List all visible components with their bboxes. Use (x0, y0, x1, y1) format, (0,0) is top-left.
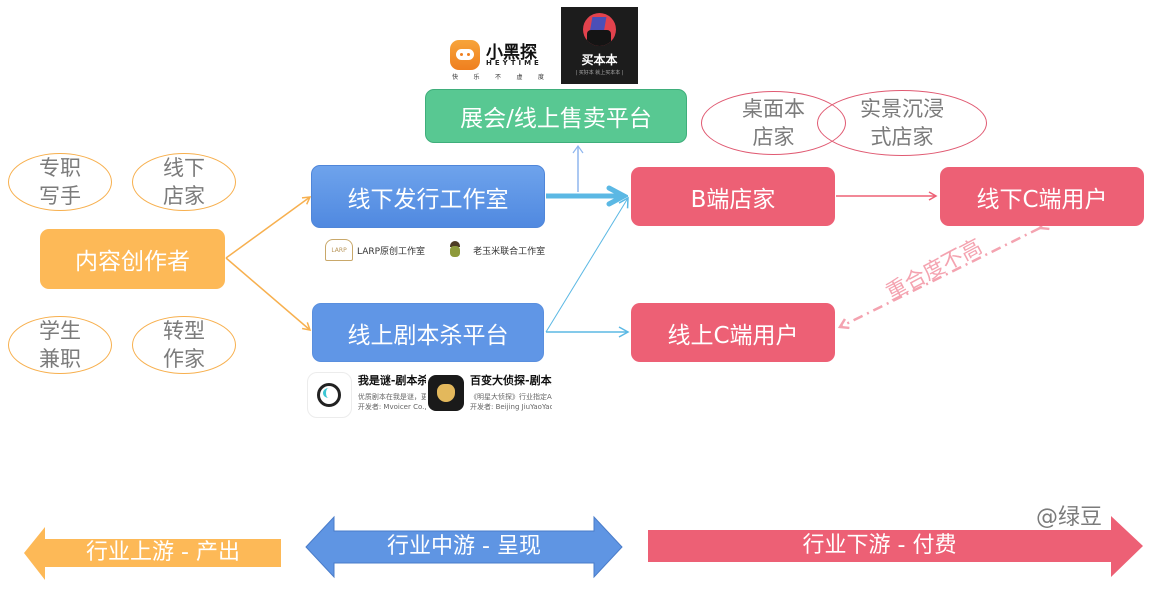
corn-studio-icon (447, 241, 463, 259)
woshimi-app-title: 我是谜-剧本杀 (357, 374, 426, 387)
arrow-platform-to-b-shop (545, 196, 629, 333)
creator-type-offline-shop: 线下店家 (132, 153, 236, 211)
arrow-creator-to-offline-studio (225, 196, 312, 259)
app-card-woshimi[interactable]: 我是谜-剧本杀 优质剧本在我是谜，更 开发者: Mvoicer Co., l (307, 372, 426, 418)
maibenben-icon (583, 13, 616, 46)
woshimi-app-desc: 优质剧本在我是谜，更 (357, 393, 426, 401)
upstream-arrow (24, 527, 281, 580)
downstream-arrow (648, 516, 1143, 577)
larp-logo-icon: LARP (325, 239, 353, 261)
baibian-app-desc: 《明星大侦探》行业指定App (470, 393, 552, 401)
woshimi-app-developer: 开发者: Mvoicer Co., l (357, 403, 426, 411)
b-shop-node[interactable]: B端店家 (631, 167, 835, 226)
creator-type-career-switch: 转型作家 (132, 316, 236, 374)
baibian-app-developer: 开发者: Beijing JiuYaoYao Tech (470, 403, 552, 411)
offline-studio-node[interactable]: 线下发行工作室 (311, 165, 545, 228)
creator-type-student: 学生兼职 (8, 316, 112, 374)
midstream-arrow (305, 515, 623, 579)
baibian-app-title: 百变大侦探-剧本杀, (470, 374, 552, 387)
offline-c-user-node[interactable]: 线下C端用户 (940, 167, 1144, 226)
xiaoheitan-slogan: 快 乐 不 虚 度 (452, 74, 544, 81)
maibenben-logo: 买本本 | 买好本 就上买本本 | (561, 7, 638, 84)
upstream-label: 行业上游 - 产出 (86, 540, 240, 565)
arrow-head-exhibition (572, 144, 584, 154)
corn-studio-name: 老玉米联合工作室 (473, 246, 546, 257)
larp-studio-name: LARP原创工作室 (357, 246, 426, 257)
xiaoheitan-name: 小黑探 (486, 43, 537, 63)
maibenben-slogan: | 买好本 就上买本本 | (575, 70, 624, 76)
online-platform-node[interactable]: 线上剧本杀平台 (312, 303, 544, 362)
shop-type-tabletop: 桌面本店家 (701, 91, 846, 155)
watermark: @绿豆 (1036, 505, 1103, 530)
maibenben-name: 买本本 (581, 53, 618, 67)
arrow-creator-to-online-platform (225, 257, 312, 331)
midstream-label: 行业中游 - 呈现 (387, 534, 541, 559)
baibian-app-icon (428, 375, 464, 411)
exhibition-platform-node[interactable]: 展会/线上售卖平台 (425, 89, 687, 143)
shop-type-immersive: 实景沉浸式店家 (817, 90, 987, 156)
xiaoheitan-sub: HEYTIME (486, 59, 542, 67)
creator-type-fulltime-writer: 专职写手 (8, 153, 112, 211)
woshimi-app-icon (307, 372, 352, 418)
downstream-label: 行业下游 - 付费 (802, 533, 957, 558)
app-card-baibian[interactable]: 百变大侦探-剧本杀, 《明星大侦探》行业指定App 开发者: Beijing J… (428, 372, 552, 412)
xiaoheitan-icon (450, 40, 480, 70)
content-creator-node[interactable]: 内容创作者 (40, 229, 225, 289)
xiaoheitan-logo: 小黑探 HEYTIME 快 乐 不 虚 度 (448, 38, 548, 83)
online-c-user-node[interactable]: 线上C端用户 (631, 303, 835, 362)
overlap-dashed-arrow (840, 228, 1040, 327)
studio-logos: LARP LARP原创工作室 老玉米联合工作室 (325, 239, 545, 261)
